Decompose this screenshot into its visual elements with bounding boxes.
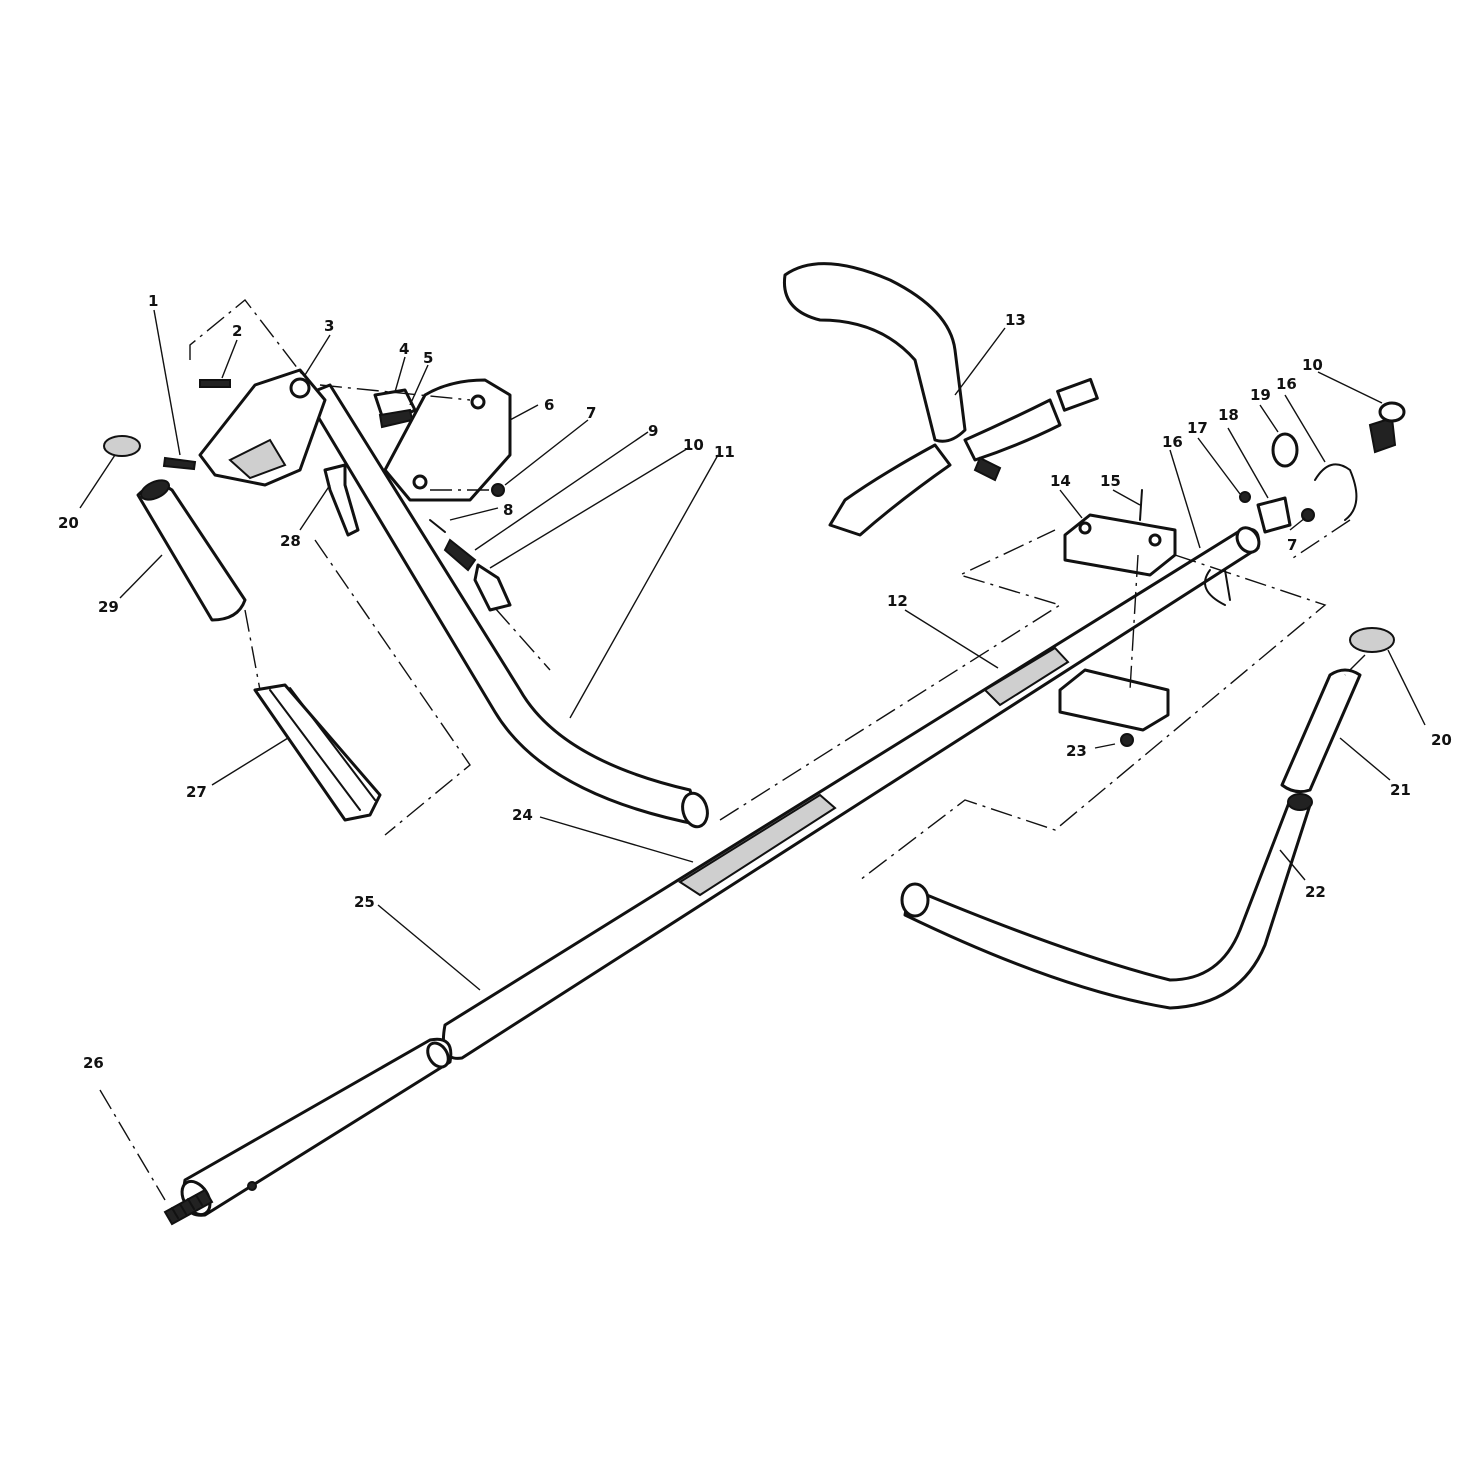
callout-25: 25 (354, 893, 375, 911)
screw-upper (199, 379, 231, 388)
callout-21: 21 (1390, 781, 1411, 799)
handle-bracket (253, 683, 382, 822)
callout-13: 13 (1005, 311, 1026, 329)
grommet-right (1378, 401, 1406, 423)
callout-15: 15 (1100, 472, 1121, 490)
nut (491, 483, 505, 497)
callout-14: 14 (1050, 472, 1071, 490)
throttle-clip (1256, 496, 1292, 534)
callout-16-b: 16 (1276, 375, 1297, 393)
leader-lines (79, 309, 1426, 991)
throttle-spring-assembly (429, 519, 512, 612)
callout-1: 1 (148, 292, 158, 310)
callout-29: 29 (98, 598, 119, 616)
end-cap-left (103, 435, 141, 457)
callout-3: 3 (324, 317, 334, 335)
end-cap-right (1349, 627, 1395, 653)
right-grip (1280, 668, 1362, 794)
hanger-clip (1314, 463, 1358, 521)
callout-26: 26 (83, 1054, 104, 1072)
callout-labels: 1 2 3 4 5 6 7 8 9 10 11 12 13 14 15 16 1… (58, 292, 1452, 1072)
left-grip (136, 479, 247, 622)
handle-clamp-upper (1063, 513, 1177, 577)
throttle-housing (198, 368, 327, 487)
carriage-bolt (1139, 489, 1143, 521)
callout-20-a: 20 (58, 514, 79, 532)
callout-19: 19 (1250, 386, 1271, 404)
callout-11: 11 (714, 443, 735, 461)
callout-23: 23 (1066, 742, 1087, 760)
callout-10-b: 10 (1302, 356, 1323, 374)
callout-9: 9 (648, 422, 658, 440)
shoulder-strap (782, 262, 1099, 537)
callout-6: 6 (544, 396, 554, 414)
callout-7-b: 7 (1287, 536, 1297, 554)
callout-22: 22 (1305, 883, 1326, 901)
lower-shaft-section (180, 1037, 453, 1217)
small-screw (1239, 491, 1251, 503)
spring-right (1368, 416, 1397, 454)
o-ring (1271, 432, 1299, 468)
callout-7: 7 (586, 404, 596, 422)
callout-24: 24 (512, 806, 533, 824)
callout-27: 27 (186, 783, 207, 801)
throttle-lever (323, 463, 360, 537)
callout-28: 28 (280, 532, 301, 550)
callout-12: 12 (887, 592, 908, 610)
alignment-lines (99, 299, 1366, 1201)
handle-clamp-lower (1058, 668, 1170, 747)
drive-shaft-threaded-end (163, 1188, 214, 1226)
callout-20-b: 20 (1431, 731, 1452, 749)
callout-10: 10 (683, 436, 704, 454)
callout-2: 2 (232, 322, 242, 340)
ignition-switch (373, 388, 417, 429)
left-handle-tube (303, 383, 709, 829)
callout-4: 4 (399, 340, 409, 358)
callout-8: 8 (503, 501, 513, 519)
right-handle-tube (900, 793, 1313, 1010)
callout-16-a: 16 (1162, 433, 1183, 451)
clip-left (1204, 569, 1231, 606)
callout-18: 18 (1218, 406, 1239, 424)
housing-cover (383, 378, 512, 502)
screw-lower (162, 456, 197, 471)
callout-17: 17 (1187, 419, 1208, 437)
callout-5: 5 (423, 349, 433, 367)
